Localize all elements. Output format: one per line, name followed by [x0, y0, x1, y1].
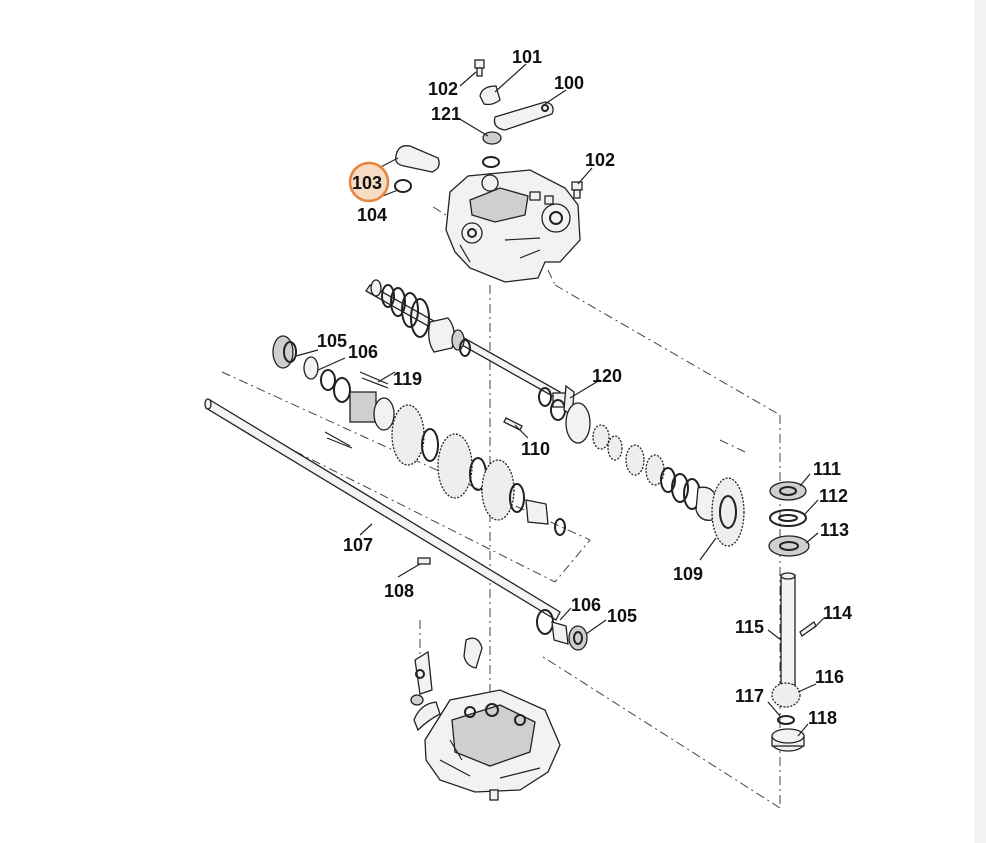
callout-102-right: 102: [585, 150, 615, 170]
callout-103: 103: [352, 173, 382, 193]
part-120-sleeve-and-collars: [538, 384, 591, 444]
part-113-bearing: [768, 535, 810, 557]
callout-119: 119: [393, 369, 422, 389]
callout-108: 108: [384, 581, 414, 601]
clip-pins: [324, 371, 389, 449]
part-callouts: 100 101 102 121 103 104 102 105 106 119 …: [317, 47, 852, 728]
callout-112: 112: [819, 486, 848, 506]
callout-105-right: 105: [607, 606, 637, 626]
lower-housing: [424, 689, 561, 801]
callout-109: 109: [673, 564, 703, 584]
callout-114: 114: [823, 603, 852, 623]
shift-fork-left: [410, 650, 433, 706]
callout-100: 100: [554, 73, 584, 93]
page-edge-band: [974, 0, 986, 843]
leader-lines: [295, 63, 825, 737]
callout-111: 111: [813, 459, 841, 479]
callout-107: 107: [343, 535, 373, 555]
part-117-retaining-ring: [777, 715, 795, 725]
part-106-bushing-right: [536, 609, 569, 645]
part-114-pin: [799, 621, 817, 637]
part-118-spacer: [771, 728, 805, 752]
part-100-shift-lever: [493, 101, 554, 131]
part-111-bearing: [769, 481, 807, 501]
part-115-vertical-shaft: [780, 572, 796, 686]
callout-120: 120: [592, 366, 622, 386]
callout-116: 116: [815, 667, 844, 687]
callout-102-top: 102: [428, 79, 458, 99]
callout-101: 101: [512, 47, 542, 67]
part-102-bolt-top: [474, 59, 485, 77]
callout-105-left: 105: [317, 331, 347, 351]
part-109-bevel-gear: [711, 477, 745, 547]
callout-117: 117: [735, 686, 764, 706]
part-107-axle: [204, 398, 561, 621]
part-116-pinion-gear: [771, 682, 801, 708]
left-gear-stack: [333, 377, 566, 536]
callout-121: 121: [431, 104, 461, 124]
part-106-bushing-left: [303, 356, 336, 391]
callout-110: 110: [521, 439, 550, 459]
part-108-key: [417, 557, 431, 565]
part-110-pin: [503, 417, 523, 431]
callout-113: 113: [820, 520, 849, 540]
part-112-washer: [769, 509, 807, 527]
callout-106-left: 106: [348, 342, 378, 362]
part-103-selector-knob: [395, 145, 440, 173]
part-105-bearing-left: [272, 335, 297, 369]
callout-106-right: 106: [571, 595, 601, 615]
callout-118: 118: [808, 708, 837, 728]
shift-fork-right: [463, 637, 483, 669]
top-housing-cover: [445, 169, 581, 283]
part-105-bearing-right: [568, 625, 588, 651]
selected-part-highlight: [348, 161, 390, 203]
part-121-seal: [482, 131, 502, 168]
part-119-shaft-assembly: [365, 279, 561, 399]
callout-104: 104: [357, 205, 387, 225]
callout-115: 115: [735, 617, 764, 637]
detent-plate: [413, 701, 441, 732]
part-101-lever-arm: [479, 85, 501, 106]
part-104-washer: [394, 179, 412, 193]
right-gear-stack: [592, 424, 719, 521]
part-102-bolt-right: [571, 181, 583, 199]
